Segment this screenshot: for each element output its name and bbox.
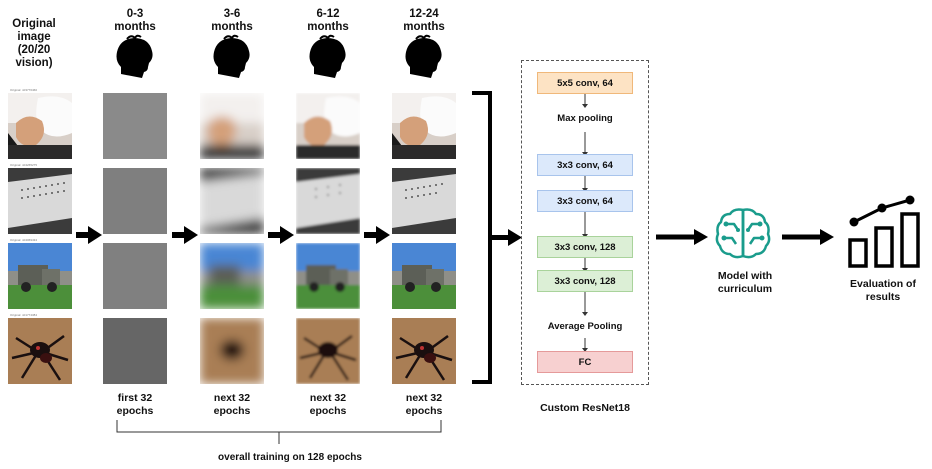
conv-3x3-128-block: 3x3 conv, 128 — [537, 270, 633, 292]
original-image-header: Original image (20/20 vision) — [2, 18, 66, 70]
evaluation-label-line1: Evaluation of — [850, 278, 916, 290]
epoch-label: next 32 epochs — [389, 392, 459, 418]
vehicle-image — [8, 243, 72, 309]
gray-image-spider — [103, 318, 167, 384]
original-header-line3: (20/20 — [17, 44, 51, 56]
evaluation-label-line2: results — [865, 291, 901, 303]
original-header-line2: image — [17, 31, 51, 43]
network-flow-arrows — [582, 94, 588, 352]
sharp-image-panel — [392, 168, 456, 234]
image-caption: Original: n01774384 — [10, 313, 38, 317]
stage-age: 3-6 — [223, 8, 241, 20]
stage-header-12-24: 12-24 months — [392, 8, 456, 34]
overall-training-label: overall training on 128 epochs — [218, 452, 362, 463]
slightly-blurred-image-panel — [296, 168, 360, 234]
blurred-image-hand — [200, 93, 264, 159]
conv-3x3-64-block: 3x3 conv, 64 — [537, 190, 633, 212]
average-pooling-label: Average Pooling — [547, 321, 623, 332]
stage-unit: months — [114, 21, 156, 33]
epoch-count: next 32 — [405, 392, 443, 404]
epoch-label: first 32 epochs — [100, 392, 170, 418]
gray-image-panel — [103, 168, 167, 234]
slightly-blurred-image-vehicle — [296, 243, 360, 309]
max-pooling-label: Max pooling — [557, 113, 613, 124]
image-caption: Original: n04069434 — [10, 238, 38, 242]
image-caption: Original: n04265275 — [10, 163, 38, 167]
original-header-line1: Original — [12, 18, 56, 30]
stage-header-6-12: 6-12 months — [296, 8, 360, 34]
epoch-unit: epochs — [309, 405, 347, 417]
network-title: Custom ResNet18 — [540, 402, 630, 414]
epoch-label: next 32 epochs — [293, 392, 363, 418]
fc-block: FC — [537, 351, 633, 373]
epoch-count: next 32 — [213, 392, 251, 404]
epoch-unit: epochs — [116, 405, 154, 417]
baby-head-icon — [309, 34, 346, 78]
arrow-right-icon — [268, 226, 294, 244]
panel-image — [8, 168, 72, 234]
model-with-curriculum-label: Model with curriculum — [700, 270, 790, 296]
conv-3x3-64-block: 3x3 conv, 64 — [537, 154, 633, 176]
stage-age: 6-12 — [316, 8, 340, 20]
stage-age: 12-24 — [409, 8, 439, 20]
hand-image — [8, 93, 72, 159]
spider-image — [8, 318, 72, 384]
blurred-image-spider — [200, 318, 264, 384]
blurred-image-panel — [200, 168, 264, 234]
stage-age: 0-3 — [126, 8, 144, 20]
arrow-right-icon — [782, 229, 834, 245]
sharp-image-spider — [392, 318, 456, 384]
bar-chart-trend-icon — [848, 195, 920, 268]
image-caption: Original: n03776460 — [10, 88, 38, 92]
model-label-line2: curriculum — [717, 283, 773, 295]
original-header-line4: vision) — [15, 57, 53, 69]
sharp-image-vehicle — [392, 243, 456, 309]
baby-head-icon — [213, 34, 250, 78]
gray-image-hand — [103, 93, 167, 159]
blurred-image-vehicle — [200, 243, 264, 309]
training-bracket — [116, 420, 442, 444]
stage-header-3-6: 3-6 months — [200, 8, 264, 34]
arrow-right-icon — [364, 226, 390, 244]
conv-5x5-64-block: 5x5 conv, 64 — [537, 72, 633, 94]
stage-unit: months — [211, 21, 253, 33]
epoch-count: next 32 — [309, 392, 347, 404]
slightly-blurred-image-spider — [296, 318, 360, 384]
epoch-unit: epochs — [213, 405, 251, 417]
baby-head-icon — [116, 34, 153, 78]
arrow-right-icon — [76, 226, 102, 244]
arrow-right-icon — [656, 229, 708, 245]
arrow-right-icon — [172, 226, 198, 244]
conv-3x3-128-block: 3x3 conv, 128 — [537, 236, 633, 258]
epoch-count: first 32 — [117, 392, 153, 404]
sharp-image-hand — [392, 93, 456, 159]
stage-unit: months — [403, 21, 445, 33]
epoch-unit: epochs — [405, 405, 443, 417]
slightly-blurred-image-hand — [296, 93, 360, 159]
epoch-label: next 32 epochs — [197, 392, 267, 418]
stage-unit: months — [307, 21, 349, 33]
brain-circuit-icon — [715, 208, 771, 259]
model-label-line1: Model with — [717, 270, 773, 282]
stage-header-0-3: 0-3 months — [103, 8, 167, 34]
network-container — [521, 60, 649, 385]
gray-image-vehicle — [103, 243, 167, 309]
evaluation-label: Evaluation of results — [835, 278, 931, 304]
collecting-bracket — [472, 91, 522, 384]
baby-head-icon — [405, 34, 442, 78]
